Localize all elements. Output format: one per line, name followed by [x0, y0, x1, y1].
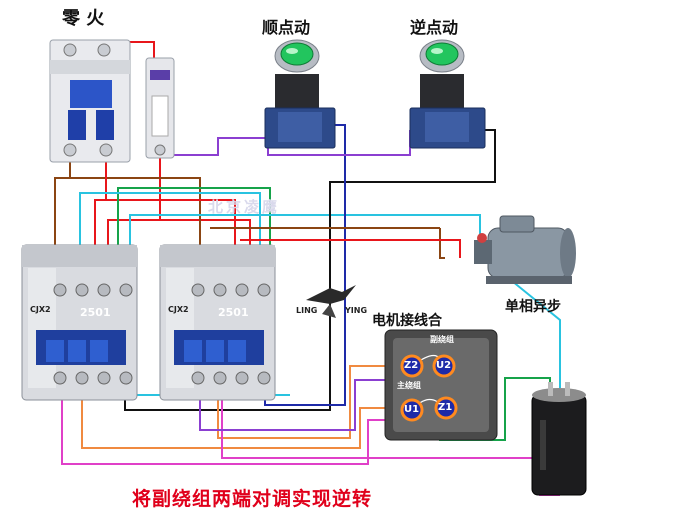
- term-z2: Z2: [404, 360, 419, 371]
- wire-red-motor: [240, 239, 461, 258]
- wire-purple-fuse-btn: [160, 137, 265, 156]
- wire-orange-1: [81, 385, 403, 449]
- contactor-icon: [159, 244, 276, 401]
- push-button-icon: [409, 39, 486, 149]
- contactor-icon: [21, 244, 138, 401]
- wire-navy-fwd: [264, 124, 346, 406]
- main-winding-label: 主绕组: [397, 381, 421, 390]
- terminal-box: [384, 329, 498, 441]
- contactor1-model: 2501: [80, 306, 111, 319]
- circuit-breaker-icon: [49, 39, 131, 163]
- brand-left: LING: [296, 306, 318, 315]
- contactor1-series: CJX2: [30, 305, 51, 314]
- capacitor-icon: [531, 382, 587, 496]
- brand-right: YING: [345, 306, 368, 315]
- term-z1: Z1: [438, 402, 453, 413]
- wire-magenta-1: [61, 385, 410, 465]
- main-caption: 将副绕组两端对调实现逆转: [132, 488, 373, 510]
- label-reverse-jog: 逆点动: [410, 18, 459, 37]
- motor-icon: [474, 215, 576, 284]
- term-u1: U1: [404, 404, 420, 415]
- watermark: 北京凌鹰: [208, 198, 281, 216]
- contactor2-model: 2501: [218, 306, 249, 319]
- wire-green-k1: [117, 187, 271, 250]
- eagle-logo-icon: [306, 285, 356, 318]
- label-motor-terminal: 电机接线合: [372, 313, 442, 329]
- push-button-icon: [264, 39, 336, 149]
- wire-brown-to-k2: [70, 177, 201, 250]
- label-neutral-live: 零 火: [62, 8, 105, 29]
- wire-brown-motor: [439, 228, 445, 259]
- label-motor-type: 单相异步: [505, 299, 561, 315]
- wire-red-to-k2b: [106, 199, 236, 250]
- term-u2: U2: [436, 360, 452, 371]
- wire-red-fuse-down: [107, 140, 161, 250]
- aux-winding-label: 副绕组: [430, 335, 454, 344]
- wire-cyan-k1: [79, 192, 261, 250]
- label-forward-jog: 顺点动: [262, 18, 311, 37]
- contactor2-series: CJX2: [168, 305, 189, 314]
- wire-purple-low: [199, 379, 402, 431]
- wire-black-rev: [124, 129, 496, 411]
- wire-red-breaker-right: [94, 160, 107, 250]
- fuse-icon: [145, 57, 175, 159]
- wire-orange-2: [217, 365, 403, 439]
- wire-brown-breaker: [54, 160, 71, 250]
